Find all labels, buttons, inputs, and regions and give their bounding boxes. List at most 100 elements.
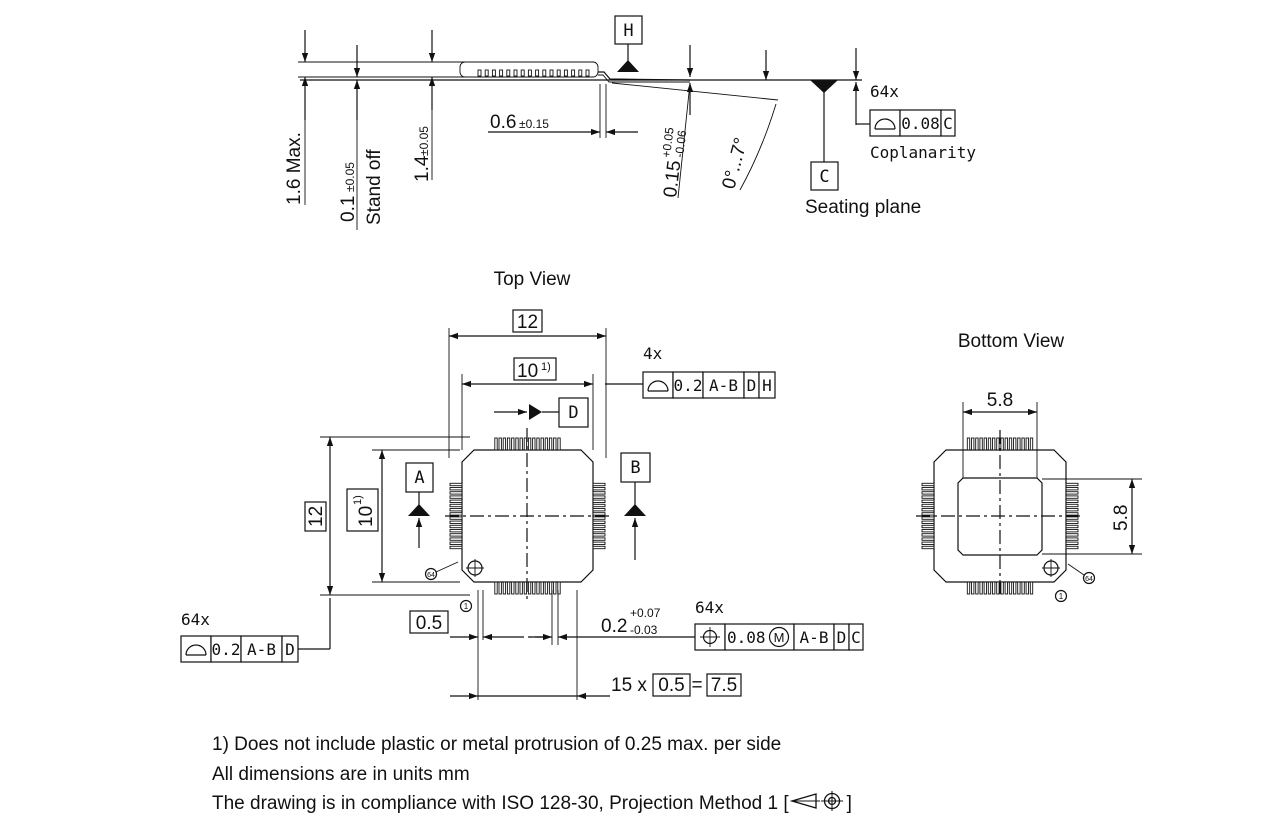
lead-pin-top (544, 437, 549, 451)
lead-pin-left (449, 537, 463, 541)
lead-width-tol-minus: -0.03 (630, 623, 658, 637)
lead-pin-bottom (975, 581, 979, 595)
lead-pin-top (527, 437, 532, 451)
lead-pin-left (449, 491, 463, 495)
fcf-left-datum1: A-B (247, 640, 276, 659)
lead-pin-bottom (987, 581, 992, 595)
pitch-chain-pitch-box (652, 673, 691, 697)
lead-pin-right (592, 520, 606, 524)
lead-pin-bottom (548, 581, 553, 595)
lead-pin-left (921, 533, 935, 537)
dim-standoff-tol: ±0.05 (343, 162, 357, 192)
lead-pin-left (449, 533, 463, 537)
lead-pin-bottom (966, 581, 971, 595)
fcf-top-datum2: D (747, 376, 757, 395)
lead-pin-left (921, 499, 935, 503)
lead-pin-bottom (971, 581, 975, 595)
coplanarity-datum-cell (940, 109, 956, 137)
bottom-view-title: Bottom View (958, 331, 1065, 352)
lead-pin-bottom (1013, 581, 1017, 595)
lead-pin-left (449, 516, 463, 520)
bottom-corner-marker-64 (1082, 571, 1096, 585)
lead-pin-left (449, 487, 463, 491)
dim-standoff-label: Stand off (364, 149, 385, 225)
lead-pin-right (592, 541, 606, 545)
coplanarity-value-cell (899, 109, 942, 137)
dim-body-height-note: 1) (352, 495, 364, 505)
lead-pin-left (921, 520, 935, 524)
lead-pin-bottom (992, 581, 996, 595)
side-lead-tooth (491, 69, 496, 77)
lead-pin-bottom (515, 581, 519, 595)
fcf-top-value-cell (672, 371, 704, 399)
side-lead-tooth (571, 69, 576, 77)
datum-b: B (630, 458, 640, 478)
datum-c-triangle (810, 80, 838, 93)
dim-body-height-box (346, 488, 379, 532)
bottom-pin1-marker (1054, 589, 1068, 603)
note-3-suffix: ] (846, 793, 852, 814)
lead-pin-top (983, 437, 987, 451)
lead-pin-bottom (502, 581, 507, 595)
lead-pin-top (1021, 437, 1025, 451)
fcf-left-profile-icon (185, 644, 207, 656)
lead-pin-top (498, 437, 502, 451)
side-lead-tooth (484, 69, 489, 77)
lead-pin-left (921, 482, 935, 487)
lead-pin-bottom (1008, 581, 1013, 595)
bottom-corner-marker-leader (1067, 563, 1085, 576)
pin1-marker (459, 599, 473, 613)
side-lead-tooth (542, 69, 547, 77)
lead-pin-right (592, 499, 606, 503)
fcf-top-datum1: A-B (709, 376, 738, 395)
pin1-marker-label: 1 (464, 602, 469, 611)
lead-pin-right (1065, 524, 1079, 529)
note-1: 1) Does not include plastic or metal pro… (212, 734, 782, 755)
lead-pin-left (449, 545, 463, 550)
lead-pin-bottom (511, 581, 515, 595)
coplanarity-datum: C (943, 114, 953, 133)
lead-pin-right (1065, 495, 1079, 499)
fcf-pos-datum2: D (837, 628, 847, 647)
dim-height: 1.6 Max. (284, 132, 305, 205)
datum-c-box (810, 161, 839, 191)
lead-pin-bottom (519, 581, 523, 595)
lead-pin-right (592, 537, 606, 541)
lead-pin-right (592, 503, 606, 508)
side-view: 1.6 Max. 0.1 ±0.05 Stand off 1.4 ±0.05 H… (284, 15, 976, 230)
lead-pin-top (1013, 437, 1017, 451)
lead-pin-bottom (557, 581, 561, 595)
lead-pin-left (449, 482, 463, 487)
fcf-left-datum2: D (285, 640, 295, 659)
lead-pin-bottom (1029, 581, 1034, 595)
lead-pin-bottom (506, 581, 511, 595)
lead-pin-bottom (1021, 581, 1025, 595)
lead-pin-right (1065, 512, 1079, 516)
lead-pin-left (449, 508, 463, 512)
lead-pin-top (532, 437, 536, 451)
lead-pin-bottom (1025, 581, 1029, 595)
lead-pin-right (1065, 541, 1079, 545)
dim-angle: 0°...7° (719, 135, 753, 191)
lead-pin-left (921, 503, 935, 508)
fcf-top-value: 0.2 (674, 376, 703, 395)
lead-pin-left (449, 512, 463, 516)
pitch-chain-equals: = (691, 675, 702, 696)
lead-pin-right (592, 512, 606, 516)
datum-a-box (405, 462, 434, 493)
lead-pin-top (1029, 437, 1034, 451)
pad-width: 5.8 (987, 390, 1013, 411)
lead-pin-left (921, 545, 935, 550)
lead-pin-right (592, 508, 606, 512)
datum-b-triangle (624, 504, 646, 516)
lead-pin-top (515, 437, 519, 451)
fcf-left-value-cell (210, 635, 242, 663)
lead-pin-bottom (527, 581, 532, 595)
datum-d-triangle (529, 404, 542, 420)
lead-pin-bottom (544, 581, 549, 595)
surface-profile-icon (874, 118, 896, 130)
fcf-left-symbol-cell (180, 635, 212, 663)
lead-pin-left (921, 541, 935, 545)
fcf-pos-value: 0.08 (727, 628, 766, 647)
lead-pin-bottom (996, 581, 1000, 595)
